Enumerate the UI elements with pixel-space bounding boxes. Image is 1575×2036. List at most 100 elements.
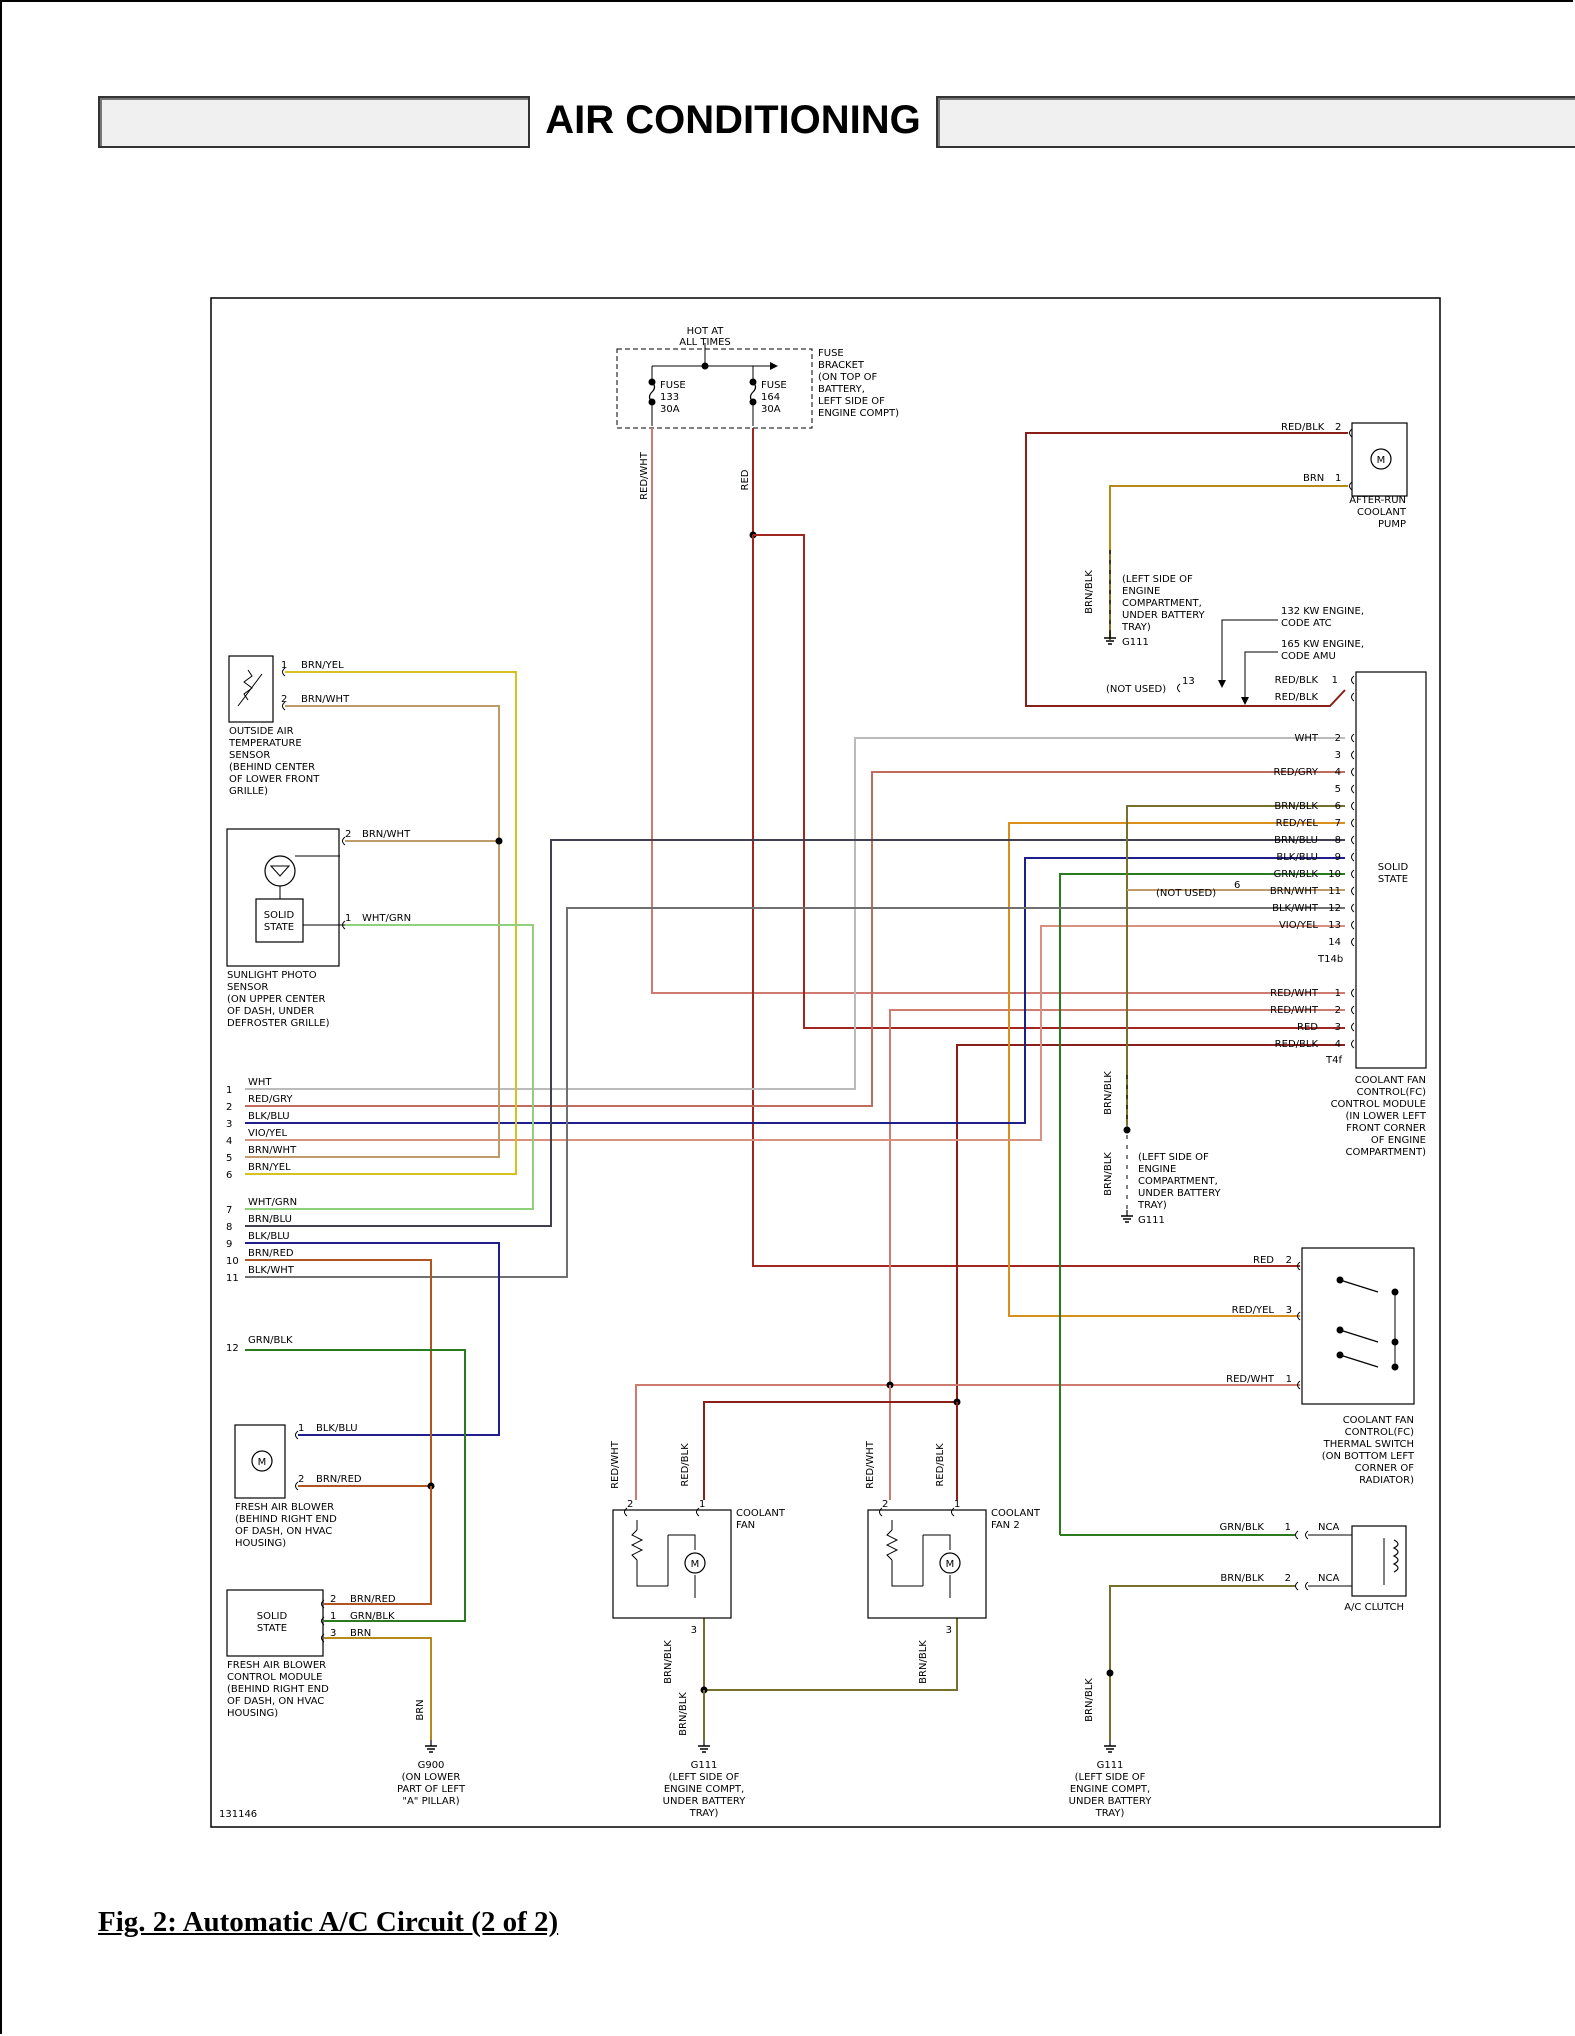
- wire-wht-grn: [245, 924, 534, 1210]
- fc-t14b-wire-2: WHT: [1294, 733, 1318, 744]
- fc-t14b-tick: [1351, 750, 1355, 760]
- left-wire-1: WHT: [248, 1077, 272, 1088]
- coolant-fan-2-motor-letter: M: [946, 1559, 955, 1570]
- g900-wire-label: BRN: [415, 1699, 426, 1720]
- switch-tick: [1297, 1261, 1301, 1271]
- after-run-pump-motor-letter: M: [1377, 455, 1386, 466]
- wire-red-yel-switch: [1008, 822, 1345, 1317]
- sunlight-sensor-box: [226, 828, 340, 967]
- fc-t14b-tick: [1351, 818, 1355, 828]
- fc-t4-pin-1: 1: [1335, 988, 1341, 999]
- fc-t4-pin-4: 4: [1335, 1039, 1341, 1050]
- pump-ground-note-line: COMPARTMENT,: [1122, 598, 1202, 609]
- ac-clutch-box: [1351, 1525, 1407, 1597]
- fc-t14b-pin-4: 4: [1335, 767, 1341, 778]
- clutch-ground-label-line: UNDER BATTERY: [1069, 1796, 1153, 1807]
- left-pin-8: 8: [226, 1222, 232, 1233]
- fuse-164-label-line: FUSE: [761, 380, 787, 391]
- pump-pin1-no: 1: [1335, 473, 1341, 484]
- clutch-wire-2: BRN/BLK: [1220, 1573, 1264, 1584]
- coolant-fan-2-label-line: FAN 2: [991, 1520, 1020, 1531]
- blower-motor-letter: M: [258, 1457, 267, 1468]
- coolant-fan-1-pin2-no: 2: [627, 1499, 633, 1510]
- fc-ground-wire-lower: BRN/BLK: [1103, 1152, 1114, 1196]
- fc-module-label-line: (IN LOWER LEFT: [1345, 1111, 1426, 1122]
- pump-pin1-wire: BRN: [1303, 473, 1324, 484]
- fuse-164-element: [749, 381, 757, 403]
- fan-ground-label-line: (LEFT SIDE OF: [669, 1772, 740, 1783]
- coolant-fan-2-pin3-no: 3: [946, 1625, 952, 1636]
- not-used-pin13: 13: [1182, 676, 1195, 687]
- fc-t4-label: T4f: [1325, 1055, 1342, 1066]
- blower-pin1-no: 1: [298, 1423, 304, 1434]
- fc-t14b-tick: [1351, 733, 1355, 743]
- blower-module-pin-1: 1: [330, 1611, 336, 1622]
- fc-t4-tick: [1351, 988, 1355, 998]
- fc-t4-wire-3: RED: [1297, 1022, 1318, 1033]
- fc-t14b-pin-8: 8: [1335, 835, 1341, 846]
- coolant-fan-2-pin2-no: 2: [882, 1499, 888, 1510]
- fc-control-module-box: [1355, 671, 1427, 1069]
- blower-module-label-line: CONTROL MODULE: [227, 1672, 322, 1683]
- coolant-fan-1-pin3-no: 3: [691, 1625, 697, 1636]
- switch-contact-dot: [1336, 1326, 1344, 1334]
- fuse-bracket-box: [616, 348, 813, 429]
- blower-pin1-tick: [295, 1430, 299, 1440]
- left-pin-4: 4: [226, 1136, 232, 1147]
- left-pin-10: 10: [226, 1256, 239, 1267]
- blower-module-wire-1: GRN/BLK: [350, 1611, 395, 1622]
- fuse-hot-label-line: ALL TIMES: [679, 337, 731, 348]
- left-wire-11: BLK/WHT: [248, 1265, 295, 1276]
- pump-pin2-wire: RED/BLK: [1281, 422, 1325, 433]
- wire-brn-wht-sensor: [245, 705, 500, 1158]
- wire-red-blk-fan1: [703, 1401, 957, 1500]
- coolant-fan-1-pin2-tick: [624, 1507, 628, 1517]
- blower-module-label-line: OF DASH, ON HVAC: [227, 1696, 324, 1707]
- g900-label-line: (ON LOWER: [402, 1772, 461, 1783]
- pump-pin1-tick: [1349, 481, 1353, 491]
- blower-module-inner-line: STATE: [257, 1623, 287, 1634]
- wire-red-gry: [245, 771, 1345, 1107]
- wire-brn-g900: [324, 1637, 432, 1740]
- outside-pin2-no: 2: [281, 694, 287, 705]
- fc-t14b-tick: [1351, 886, 1355, 896]
- pump-label-line: COOLANT: [1357, 507, 1407, 518]
- sun-pin1-tick: [342, 920, 346, 930]
- coolant-fan-2-pin2-wire: RED/WHT: [865, 1440, 876, 1489]
- pump-pin2-no: 2: [1335, 422, 1341, 433]
- wire-grn-blk-module: [245, 1349, 466, 1622]
- coolant-fan-2-resistor: [885, 1529, 899, 1561]
- blower-pin2-no: 2: [298, 1474, 304, 1485]
- switch-pin-1: 1: [1286, 1374, 1292, 1385]
- sunlight-sensor-label-line: DEFROSTER GRILLE): [227, 1018, 330, 1029]
- pump-ground-note-line: (LEFT SIDE OF: [1122, 574, 1193, 585]
- fc-ground-label: G111: [1138, 1215, 1165, 1226]
- fc-t14b-wire-7: RED/YEL: [1276, 818, 1319, 829]
- pump-label-line: PUMP: [1378, 519, 1406, 530]
- left-pin-11: 11: [226, 1273, 239, 1284]
- coolant-fan-1-resistor: [630, 1529, 644, 1561]
- fc-top-wire-1: RED/BLK: [1275, 692, 1319, 703]
- wire-brn-red-blower: [245, 1259, 432, 1487]
- fc-t14b-tick: [1351, 852, 1355, 862]
- coolant-fan-2-pin2-tick: [879, 1507, 883, 1517]
- blower-label-line: FRESH AIR BLOWER: [235, 1502, 334, 1513]
- blower-module-wire-2: BRN/RED: [350, 1594, 396, 1605]
- coolant-fan-2-pin1-wire: RED/BLK: [935, 1443, 946, 1487]
- fc-t4-wire-2: RED/WHT: [1270, 1005, 1319, 1016]
- pump-ground-note-line: UNDER BATTERY: [1122, 610, 1206, 621]
- blower-label-line: OF DASH, ON HVAC: [235, 1526, 332, 1537]
- blower-module-tick: [321, 1616, 325, 1626]
- fc-t14b-pin-5: 5: [1335, 784, 1341, 795]
- wire-blk-blu-blower: [245, 1242, 500, 1436]
- pump-ground-note-line: ENGINE: [1122, 586, 1160, 597]
- not-used-label: (NOT USED): [1106, 684, 1166, 695]
- pump-ground-note-line: TRAY): [1121, 622, 1151, 633]
- thermistor-arrow: [237, 673, 263, 707]
- figure-id-label: 131146: [219, 1809, 257, 1820]
- g900-label-line: G900: [418, 1760, 445, 1771]
- coolant-fan-1-pin2-wire: RED/WHT: [610, 1440, 621, 1489]
- coolant-fan-1-box: [612, 1509, 732, 1619]
- fc-ground-wire-upper: BRN/BLK: [1103, 1071, 1114, 1115]
- fc-t14b-tick: [1351, 835, 1355, 845]
